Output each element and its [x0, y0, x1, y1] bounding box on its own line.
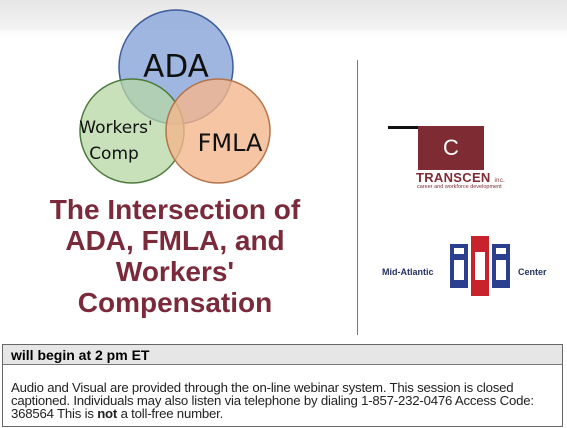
transcen-tagline: career and workforce development [417, 184, 502, 190]
venn-circle-fmla [165, 78, 271, 184]
venn-label-ada: ADA [143, 49, 209, 85]
transcen-logo: C TRANSCEN inc. career and workforce dev… [388, 126, 553, 190]
title-line-4: Compensation [77, 287, 273, 318]
transcen-logo-bar [388, 126, 420, 129]
ada-mark-icon [450, 236, 510, 296]
ada-logo-left-text: Mid-Atlantic [382, 267, 434, 277]
vertical-divider [357, 60, 358, 335]
transcen-logo-box [418, 126, 484, 170]
info-body-text: Audio and Visual are provided through th… [11, 380, 534, 421]
venn-label-comp: Comp [89, 144, 139, 164]
transcen-logo-name: TRANSCEN inc. [416, 170, 505, 185]
info-box: will begin at 2 pm ET Audio and Visual a… [2, 344, 563, 427]
info-body-text-end: a toll-free number. [117, 406, 224, 421]
title-line-1: The Intersection of [49, 194, 301, 225]
title-line-3: Workers' [115, 256, 235, 287]
info-body: Audio and Visual are provided through th… [11, 381, 561, 420]
transcen-name-text: TRANSCEN [416, 170, 491, 185]
venn-label-fmla: FMLA [198, 129, 263, 157]
mid-atlantic-ada-center-logo: Mid-Atlantic Center [378, 230, 558, 302]
venn-label-workers: Workers' [79, 118, 152, 138]
info-body-emphasis: not [97, 406, 118, 421]
transcen-logo-mark: C [443, 135, 459, 160]
info-header: will begin at 2 pm ET [3, 345, 562, 365]
ada-logo-right-text: Center [518, 267, 547, 277]
transcen-suffix: inc. [494, 178, 506, 184]
venn-diagram: ADA Workers' Comp FMLA [70, 5, 285, 190]
top-band [0, 0, 567, 30]
page-title: The Intersection of ADA, FMLA, and Worke… [10, 194, 340, 318]
title-line-2: ADA, FMLA, and [65, 225, 285, 256]
